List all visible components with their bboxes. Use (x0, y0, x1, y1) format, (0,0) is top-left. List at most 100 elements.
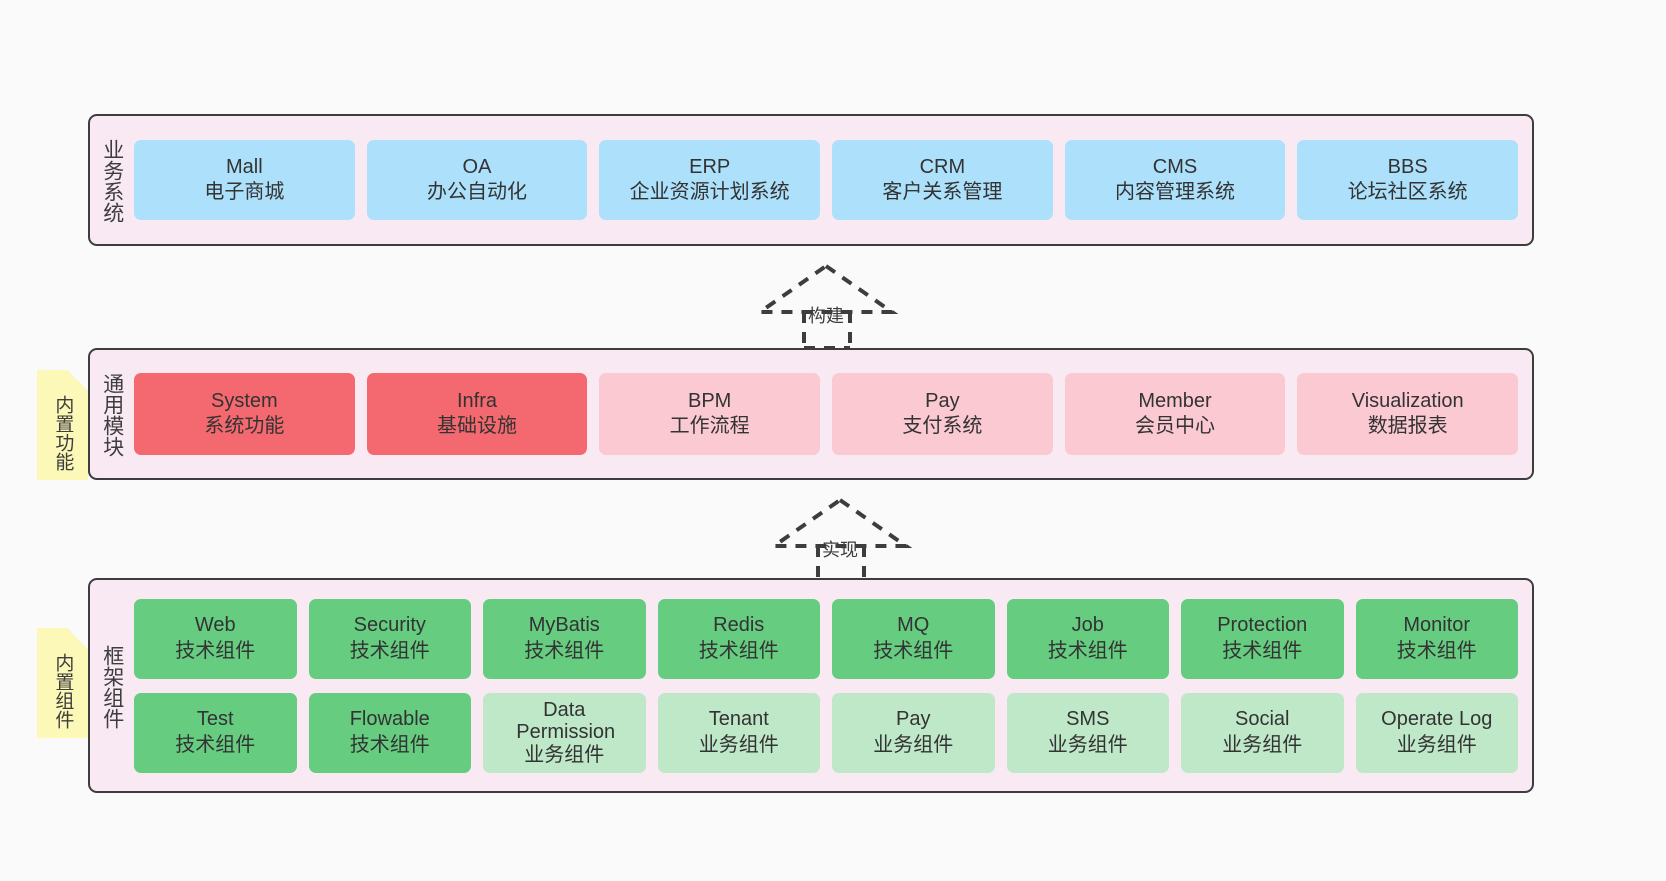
node-subtitle: 电子商城 (204, 181, 285, 203)
layer-caption-module: 通用模块 (100, 373, 124, 457)
note-builtin-component: 内置组件 (37, 628, 88, 738)
node-title: Data Permission (516, 698, 616, 744)
node-subtitle: 支付系统 (902, 415, 983, 437)
node-title: OA (462, 155, 492, 178)
layer-body-module: System 系统功能 Infra 基础设施 BPM 工作流程 Pay 支付系统… (134, 350, 1532, 478)
node-subtitle: 办公自动化 (427, 181, 527, 203)
node-subtitle: 业务组件 (524, 743, 605, 766)
node-bpm[interactable]: BPM 工作流程 (599, 373, 821, 455)
framework-business-row: Test 技术组件 Flowable 技术组件 Data Permission … (134, 692, 1518, 773)
node-pay-component[interactable]: Pay 业务组件 (832, 692, 995, 773)
node-subtitle: 业务组件 (1222, 733, 1303, 756)
node-subtitle: 系统功能 (204, 415, 285, 437)
node-protection[interactable]: Protection 技术组件 (1181, 598, 1344, 679)
layer-body-business: Mall 电子商城 OA 办公自动化 ERP 企业资源计划系统 CRM 客户关系… (134, 116, 1532, 244)
connector-build-label: 构建 (808, 306, 844, 326)
node-pay-module[interactable]: Pay 支付系统 (832, 373, 1053, 455)
node-subtitle: 技术组件 (1222, 639, 1303, 662)
node-title: Web (194, 614, 236, 637)
node-title: ERP (689, 155, 731, 178)
node-title: Social (1235, 708, 1290, 731)
note-builtin-function: 内置功能 (37, 370, 88, 480)
node-title: BBS (1387, 155, 1428, 178)
node-title: Operate Log (1381, 708, 1493, 731)
node-title: Mall (226, 155, 263, 178)
node-subtitle: 数据报表 (1367, 415, 1448, 437)
connector-implement: 实现 (767, 496, 913, 584)
node-mq[interactable]: MQ 技术组件 (832, 598, 995, 679)
node-web[interactable]: Web 技术组件 (134, 598, 297, 679)
framework-tech-row: Web 技术组件 Security 技术组件 MyBatis 技术组件 Redi… (134, 598, 1518, 679)
node-subtitle: 技术组件 (175, 639, 256, 662)
node-title: CRM (919, 155, 966, 178)
note-label: 内置功能 (52, 395, 74, 471)
node-sms[interactable]: SMS 业务组件 (1006, 692, 1169, 773)
module-node-row: System 系统功能 Infra 基础设施 BPM 工作流程 Pay 支付系统… (134, 373, 1519, 455)
node-subtitle: 工作流程 (669, 415, 750, 437)
node-subtitle: 技术组件 (1396, 639, 1477, 662)
node-social[interactable]: Social 业务组件 (1181, 692, 1344, 773)
layer-common-module: 通用模块 System 系统功能 Infra 基础设施 BPM 工作流程 Pay… (88, 348, 1534, 480)
node-erp[interactable]: ERP 企业资源计划系统 (599, 140, 821, 220)
node-visualization[interactable]: Visualization 数据报表 (1297, 373, 1519, 455)
node-cms[interactable]: CMS 内容管理系统 (1064, 140, 1286, 220)
business-node-row: Mall 电子商城 OA 办公自动化 ERP 企业资源计划系统 CRM 客户关系… (134, 140, 1519, 220)
connector-implement-label: 实现 (822, 540, 858, 560)
node-title: Pay (925, 389, 960, 412)
node-title: MyBatis (528, 614, 600, 637)
node-title: Redis (713, 614, 765, 637)
node-tenant[interactable]: Tenant 业务组件 (657, 692, 820, 773)
node-subtitle: 业务组件 (873, 733, 954, 756)
node-subtitle: 会员中心 (1135, 415, 1216, 437)
node-title: MQ (897, 614, 930, 637)
node-subtitle: 技术组件 (1047, 639, 1128, 662)
node-subtitle: 技术组件 (524, 639, 605, 662)
node-title: Security (353, 614, 426, 637)
node-subtitle: 客户关系管理 (882, 181, 1003, 203)
node-title: CMS (1152, 155, 1198, 178)
node-bbs[interactable]: BBS 论坛社区系统 (1297, 140, 1519, 220)
layer-business-system: 业务系统 Mall 电子商城 OA 办公自动化 ERP 企业资源计划系统 CRM… (88, 114, 1534, 246)
node-subtitle: 企业资源计划系统 (629, 181, 790, 203)
node-system[interactable]: System 系统功能 (134, 373, 355, 455)
node-subtitle: 技术组件 (349, 733, 430, 756)
layer-body-framework: Web 技术组件 Security 技术组件 MyBatis 技术组件 Redi… (134, 580, 1532, 791)
node-title: Monitor (1403, 614, 1471, 637)
note-label: 内置组件 (52, 653, 74, 729)
node-operate-log[interactable]: Operate Log 业务组件 (1355, 692, 1518, 773)
note-fold-mask-icon (67, 628, 88, 649)
node-redis[interactable]: Redis 技术组件 (657, 598, 820, 679)
node-oa[interactable]: OA 办公自动化 (366, 140, 588, 220)
node-subtitle: 论坛社区系统 (1347, 181, 1468, 203)
node-subtitle: 基础设施 (437, 415, 517, 437)
layer-framework-component: 框架组件 Web 技术组件 Security 技术组件 MyBatis 技术组件… (88, 578, 1534, 793)
node-title: Flowable (349, 708, 430, 731)
node-title: Pay (896, 708, 931, 731)
node-title: SMS (1066, 708, 1110, 731)
node-subtitle: 业务组件 (1047, 733, 1128, 756)
node-data-permission[interactable]: Data Permission 业务组件 (483, 692, 646, 773)
node-monitor[interactable]: Monitor 技术组件 (1355, 598, 1518, 679)
note-fold-mask-icon (67, 370, 88, 391)
node-mall[interactable]: Mall 电子商城 (134, 140, 355, 220)
node-job[interactable]: Job 技术组件 (1006, 598, 1169, 679)
node-title: Member (1138, 389, 1212, 412)
layer-caption-business: 业务系统 (100, 139, 124, 223)
node-title: Infra (456, 389, 498, 412)
node-subtitle: 技术组件 (698, 639, 779, 662)
node-security[interactable]: Security 技术组件 (308, 598, 471, 679)
node-mybatis[interactable]: MyBatis 技术组件 (483, 598, 646, 679)
node-infra[interactable]: Infra 基础设施 (366, 373, 588, 455)
node-subtitle: 技术组件 (873, 639, 954, 662)
node-subtitle: 内容管理系统 (1115, 181, 1236, 203)
node-member[interactable]: Member 会员中心 (1064, 373, 1286, 455)
node-subtitle: 技术组件 (175, 733, 256, 756)
node-subtitle: 技术组件 (349, 639, 430, 662)
node-crm[interactable]: CRM 客户关系管理 (832, 140, 1053, 220)
node-flowable[interactable]: Flowable 技术组件 (308, 692, 471, 773)
node-subtitle: 业务组件 (698, 733, 779, 756)
connector-build: 构建 (753, 262, 899, 350)
node-test[interactable]: Test 技术组件 (134, 692, 297, 773)
node-title: System (210, 389, 278, 412)
